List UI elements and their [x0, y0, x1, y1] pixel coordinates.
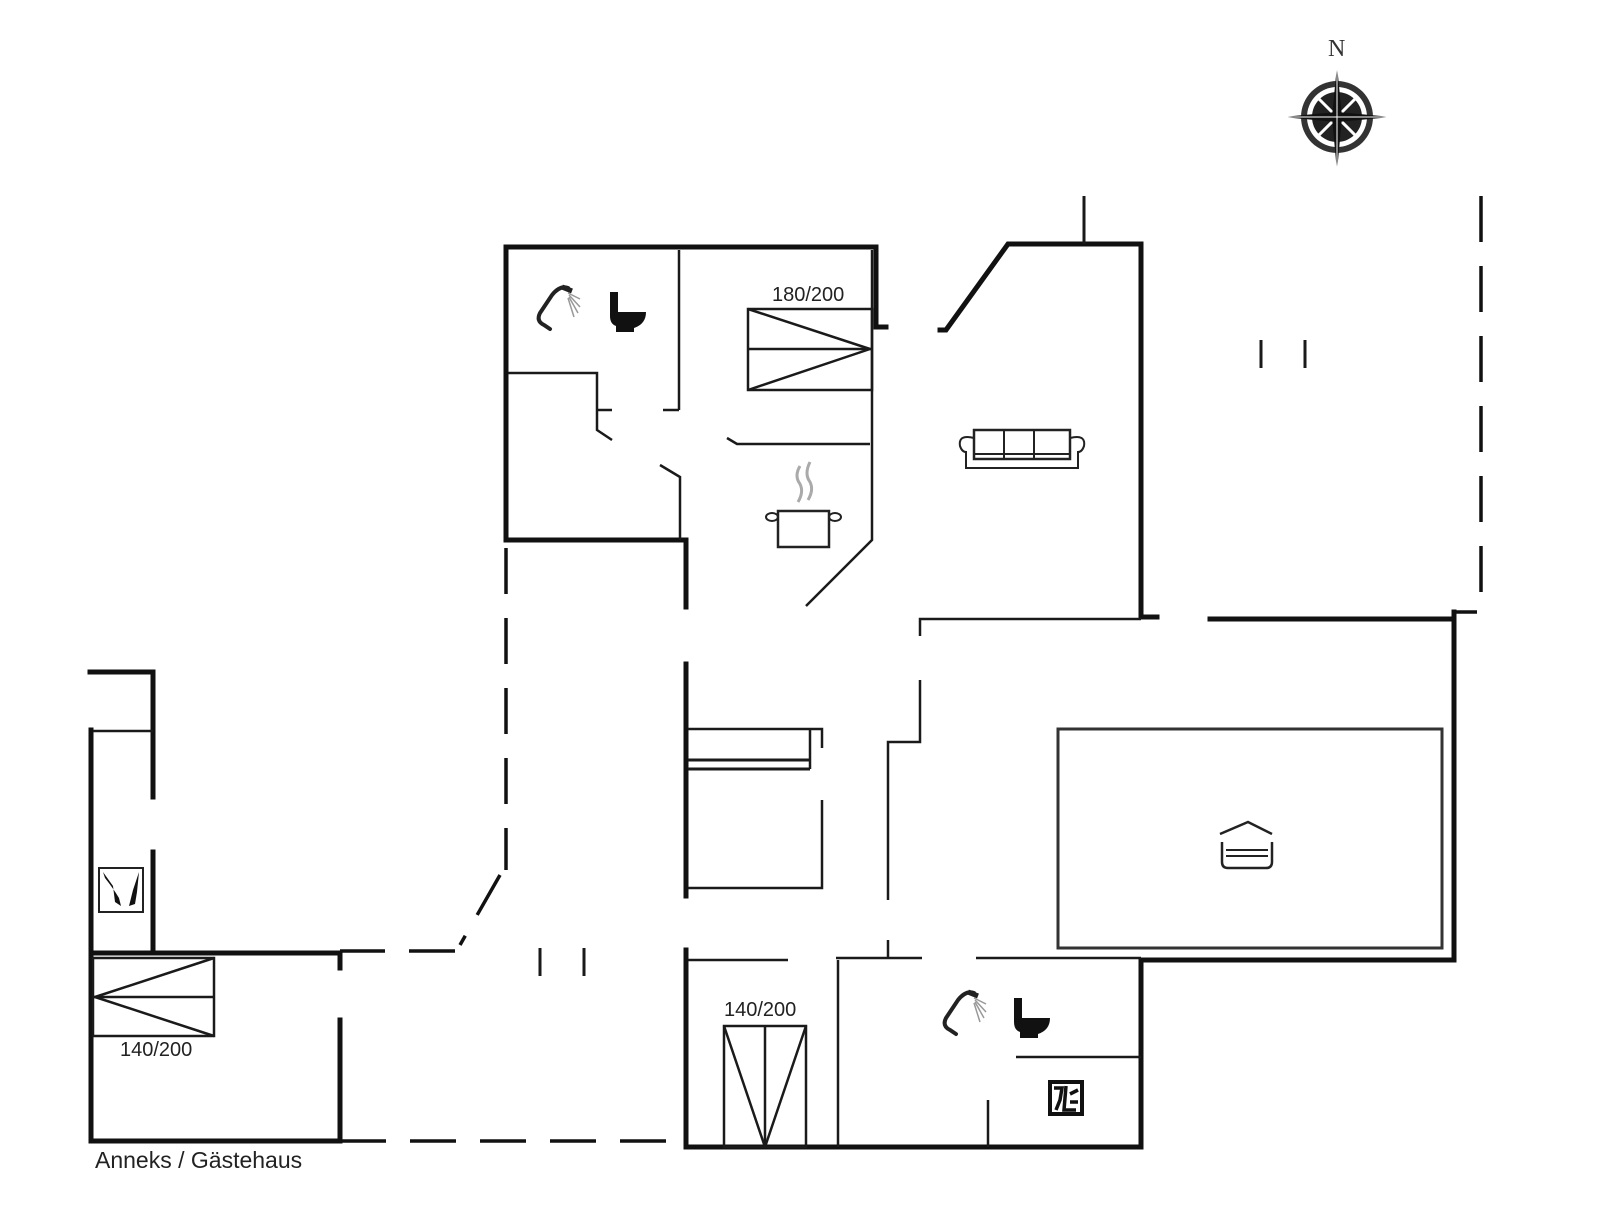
toilet-icon	[610, 292, 646, 332]
courtyard-outline	[340, 548, 686, 1143]
annex-caption: Anneks / Gästehaus	[95, 1147, 303, 1173]
washing-machine-icon	[1048, 1080, 1084, 1116]
compass-rose-icon: N	[1282, 36, 1392, 172]
shower-icon	[536, 284, 581, 331]
bed-size-label: 140/200	[120, 1039, 192, 1061]
sauna-icon	[98, 867, 144, 913]
wall-bedroom-south	[683, 947, 1144, 1150]
double-bed-annex: 140/200	[91, 956, 216, 1061]
bed-size-label: 140/200	[724, 999, 796, 1021]
wall-pool-room	[836, 609, 1457, 1150]
double-bed-south: 140/200	[722, 999, 808, 1149]
cooking-pot-icon	[765, 461, 842, 549]
indoor-pool	[1056, 727, 1444, 950]
wall-bathroom-south	[986, 1055, 1141, 1147]
terrace-outline	[1259, 196, 1483, 614]
double-bed: 180/200	[746, 284, 874, 392]
wall-north-block	[503, 244, 889, 610]
sofa-icon	[958, 428, 1086, 469]
wall-annex	[87, 669, 343, 1144]
indoor-pool-icon	[1219, 820, 1274, 870]
shower-icon	[942, 989, 987, 1036]
north-label: N	[1328, 36, 1345, 62]
wall-hall	[683, 661, 824, 899]
bed-size-label: 180/200	[772, 284, 844, 306]
wall-living-room	[918, 196, 1457, 636]
toilet-icon	[1014, 998, 1050, 1038]
